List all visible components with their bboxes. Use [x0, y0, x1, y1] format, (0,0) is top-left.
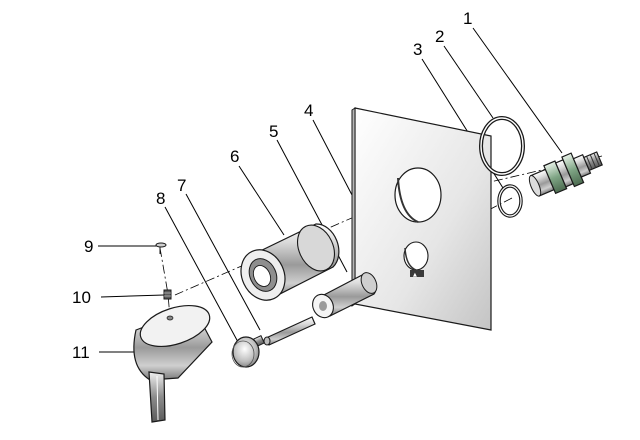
leader-2 [443, 45, 494, 119]
callout-8: 8 [156, 189, 165, 208]
leader-1 [472, 27, 563, 154]
callout-6: 6 [230, 147, 239, 166]
part-1-cartridge [528, 151, 603, 197]
callout-10: 10 [72, 288, 91, 307]
leader-7 [185, 193, 261, 331]
leader-lines [98, 27, 563, 353]
callout-labels: 1 2 3 4 5 6 7 8 9 10 11 [72, 9, 472, 362]
callout-3: 3 [413, 40, 422, 59]
part-9-pin [155, 242, 167, 254]
part-7-spindle [253, 316, 316, 347]
leader-8 [164, 206, 239, 343]
callout-5: 5 [269, 122, 278, 141]
part-10-grub-screw [163, 289, 172, 300]
leader-4 [312, 119, 353, 196]
callout-11: 11 [72, 343, 90, 362]
part-6-sleeve [240, 223, 340, 301]
callout-1: 1 [463, 9, 472, 28]
part-5-spacer [312, 272, 378, 319]
callout-4: 4 [304, 101, 313, 120]
callout-7: 7 [177, 176, 186, 195]
leader-10 [100, 294, 165, 298]
part-4-cover-plate: ▲ [351, 107, 492, 331]
part-11-lever-handle [133, 304, 213, 423]
part-2-large-o-ring [479, 116, 525, 176]
part-3-small-o-ring [497, 184, 523, 218]
callout-9: 9 [84, 237, 93, 256]
leader-6 [238, 165, 285, 236]
part-8-knob [231, 336, 260, 368]
cover-plate-mark: ▲ [413, 272, 417, 278]
callout-2: 2 [435, 27, 444, 46]
